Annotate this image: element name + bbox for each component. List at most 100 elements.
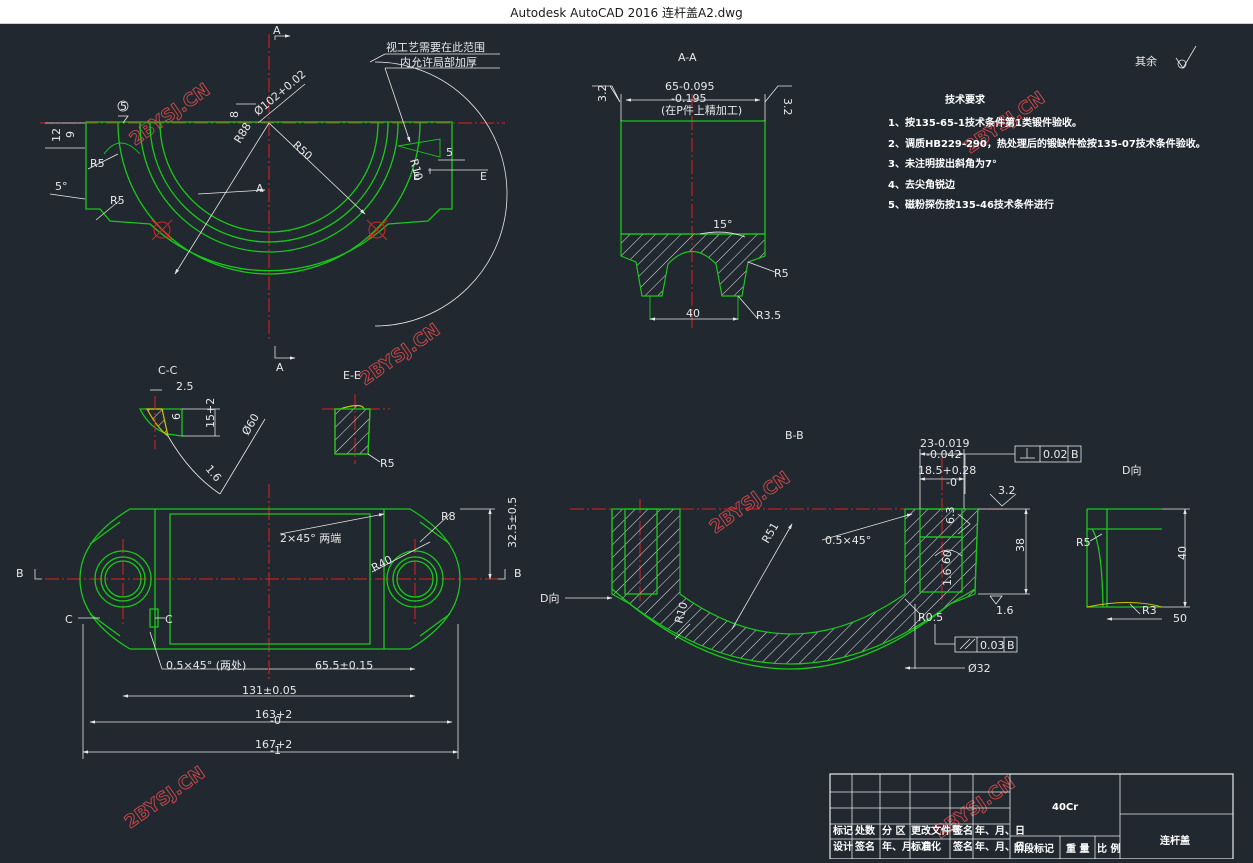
dim-5: 5 — [446, 146, 453, 159]
aa-rough-left: 3.2 — [596, 85, 609, 103]
bb-d-direction: D向 — [540, 591, 559, 605]
tb-design-2: 签名 — [854, 840, 875, 853]
watermark-3: 2BYSJ.CN — [356, 320, 444, 391]
title-block: 40Cr 连杆盖 标记 处数 分 区 更改文件号 签名 年、月、日 设计 签名 … — [829, 773, 1234, 860]
bb-tol-2: 0.03 — [980, 639, 1005, 652]
plan-r8: R8 — [441, 510, 456, 523]
tb-stage: 阶段标记 — [1014, 842, 1054, 855]
plan-dim-325: 32.5±0.5 — [506, 497, 519, 548]
plan-dim-167: 167+2 — [255, 738, 292, 751]
aa-r35: R3.5 — [756, 309, 781, 322]
bb-tol-1: 0.02 — [1043, 448, 1068, 461]
bb-dim-23: 23-0.019 — [920, 437, 969, 450]
cc-dim-6: 6 — [170, 413, 183, 420]
bb-dim-32: Ø32 — [968, 662, 991, 675]
bb-title: B-B — [785, 429, 804, 442]
aa-dim-40: 40 — [686, 307, 700, 320]
bb-dim-185-lower: -0 — [946, 476, 957, 489]
d-title: D向 — [1122, 463, 1141, 477]
plan-label-c-right: C — [165, 613, 173, 626]
view-d[interactable]: D向 R5 40 R3 50 — [1076, 463, 1190, 625]
tb-head-2: 处数 — [854, 824, 876, 837]
top-view[interactable]: 视工艺需要在此范围 内允许局部加厚 A A 12 9 8 Ø102+0.02 R… — [40, 24, 508, 374]
bb-dim-60: 60 — [939, 549, 954, 565]
bb-rough-32: 3.2 — [998, 484, 1016, 497]
section-c-c[interactable]: C-C 2.5 6 15+2 Ø60 1.6 — [138, 364, 266, 495]
bb-r10: R10 — [672, 601, 690, 625]
cc-dim-15: 15+2 — [204, 398, 217, 428]
tb-part-name: 连杆盖 — [1160, 834, 1190, 847]
plan-r40: R40 — [369, 553, 394, 575]
tb-material: 40Cr — [1052, 802, 1078, 813]
aa-angle-15: 15° — [713, 218, 733, 231]
tb-design-3: 年、月、日 — [882, 840, 932, 853]
aa-note: (在P件上精加工) — [661, 104, 742, 117]
tech-item-1: 1、按135-65-1技术条件第1类锻件验收。 — [888, 116, 1082, 129]
plan-dim-163-lower: -0 — [270, 714, 281, 727]
d-dim-40: 40 — [1176, 546, 1189, 560]
aa-dim-65-lower: -0.195 — [671, 92, 706, 105]
label-e-right: E — [480, 170, 487, 183]
dim-9: 9 — [64, 131, 77, 138]
window-title: Autodesk AutoCAD 2016 连杆盖A2.dwg — [510, 6, 743, 20]
bb-chamfer: 0.5×45° — [825, 534, 871, 547]
tb-design-5: 签名 — [952, 840, 973, 853]
tech-item-4: 4、去尖角锐边 — [888, 178, 956, 191]
tb-head-6: 年、月、日 — [975, 824, 1025, 837]
plan-dim-655: 65.5±0.15 — [315, 659, 373, 672]
tb-head-5: 签名 — [952, 824, 973, 837]
note-line2: 内允许局部加厚 — [400, 55, 477, 69]
section-e-e[interactable]: E-E R5 — [322, 369, 395, 470]
plan-chamfer-ends: 2×45° 两端 — [280, 532, 341, 545]
section-label-a-bottom: A — [276, 361, 284, 374]
technical-requirements: 其余 技术要求 1、按135-65-1技术条件第1类锻件验收。 2、调质HB22… — [888, 45, 1206, 211]
plan-label-b-right: B — [514, 567, 522, 580]
label-a-cut: A — [256, 182, 264, 195]
tb-head-1: 标记 — [832, 824, 853, 837]
tb-weight: 重 量 — [1066, 842, 1089, 855]
bb-r05: R0.5 — [918, 611, 943, 624]
dim-12: 12 — [50, 128, 63, 142]
tech-item-2: 2、调质HB229-290，热处理后的锻缺件检按135-07技术条件验收。 — [888, 137, 1206, 150]
tb-design-6: 年、月、日 — [975, 840, 1025, 853]
plan-dim-167-lower: -1 — [270, 744, 281, 757]
note-line1: 视工艺需要在此范围 — [386, 40, 485, 54]
bb-dim-16: 1.6 — [941, 569, 954, 587]
section-b-b[interactable]: B-B 23-0.019 -0.042 18.5+0.28 -0 0.02 B … — [540, 429, 1082, 675]
cad-drawing[interactable]: 2BYSJ.CN 2BYSJ.CN 2BYSJ.CN 2BYSJ.CN 2BYS… — [0, 24, 1253, 860]
d-dim-50: 50 — [1173, 612, 1187, 625]
dim-r10: R10 — [407, 157, 425, 181]
bb-tol-1-ref: B — [1071, 448, 1079, 461]
window-titlebar: Autodesk AutoCAD 2016 连杆盖A2.dwg — [0, 0, 1253, 24]
plan-dim-163: 163+2 — [255, 708, 292, 721]
bb-tol-2-ref: B — [1007, 639, 1015, 652]
tb-design-4: 标准化 — [910, 840, 941, 853]
cc-dim-25: 2.5 — [176, 380, 194, 393]
aa-title: A-A — [678, 51, 697, 64]
dim-r88: R88 — [232, 120, 254, 145]
dim-r50: R50 — [290, 139, 315, 163]
watermark-5: 2BYSJ.CN — [121, 763, 209, 834]
tb-scale: 比 例 — [1097, 842, 1120, 855]
cc-dim-16: 1.6 — [203, 463, 224, 485]
plan-chamfer-two: 0.5×45° (两处) — [166, 659, 246, 672]
drawing-canvas[interactable]: 2BYSJ.CN 2BYSJ.CN 2BYSJ.CN 2BYSJ.CN 2BYS… — [0, 24, 1253, 860]
dim-8: 8 — [228, 111, 241, 118]
plan-dim-131: 131±0.05 — [242, 684, 297, 697]
d-r3: R3 — [1142, 604, 1157, 617]
aa-r5: R5 — [774, 267, 789, 280]
section-a-a[interactable]: A-A 65-0.095 -0.195 (在P件上精加工) 3.2 3.2 15… — [592, 51, 794, 329]
aa-rough-right: 3.2 — [781, 98, 794, 116]
ee-r5: R5 — [380, 457, 395, 470]
bb-r51: R51 — [759, 520, 781, 545]
bb-dim-23-lower: -0.042 — [926, 448, 961, 461]
tb-head-4: 更改文件号 — [911, 824, 961, 837]
aa-dim-65: 65-0.095 — [665, 80, 714, 93]
cc-title: C-C — [158, 364, 178, 377]
bb-dim-63: 6.3 — [944, 507, 957, 525]
cc-dim-60: Ø60 — [239, 411, 262, 437]
plan-view[interactable]: 2×45° 两端 R8 R40 32.5±0.5 B B C C 0.5×45°… — [16, 484, 522, 759]
surface-mark: 5 — [120, 100, 127, 113]
tech-item-5: 5、磁粉探伤按135-46技术条件进行 — [888, 198, 1054, 211]
tech-title: 技术要求 — [945, 93, 986, 106]
